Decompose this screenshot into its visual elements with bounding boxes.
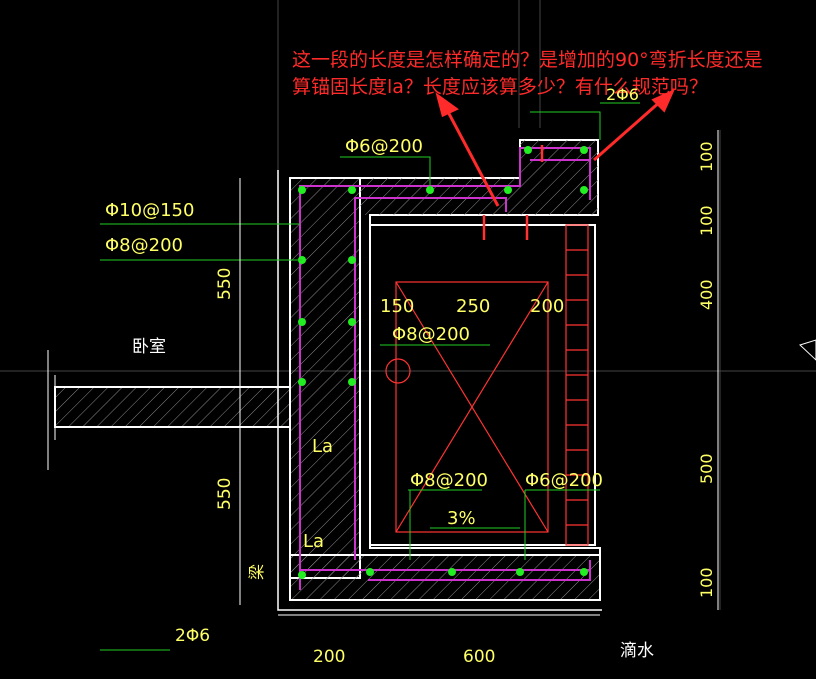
red-marks <box>482 145 544 240</box>
detail-marks <box>47 339 816 470</box>
concrete-section <box>54 139 602 611</box>
dim-inner-250: 250 <box>456 296 490 317</box>
dim-inner-200: 200 <box>530 296 564 317</box>
dim-bottom-200: 200 <box>313 647 345 667</box>
question-line-1: 这一段的长度是怎样确定的？是增加的90°弯折长度还是 <box>292 49 763 71</box>
label-la-upper: La <box>312 436 333 457</box>
rebar-dots <box>298 146 588 579</box>
drip-ladder <box>565 224 589 546</box>
dim-right-500: 500 <box>697 453 716 484</box>
rebars <box>299 147 591 590</box>
dim-right-100-c: 100 <box>697 567 716 598</box>
dim-left-lower: 550 <box>215 478 235 510</box>
label-2phi6-bottom: 2Φ6 <box>175 626 210 646</box>
question-line-2: 算锚固长度la？长度应该算多少？有什么规范吗？ <box>292 76 708 98</box>
label-phi10-150: Φ10@150 <box>105 200 194 221</box>
dimension-lines <box>239 130 719 616</box>
label-phi6-200-top: Φ6@200 <box>345 136 423 157</box>
dim-inner-150: 150 <box>380 296 414 317</box>
label-beam: 梁 <box>247 564 266 580</box>
left-wall <box>289 177 361 579</box>
label-phi8-200-mid: Φ8@200 <box>392 324 470 345</box>
background-grid-lines <box>0 0 816 610</box>
dim-left-upper: 550 <box>215 268 235 300</box>
dim-bottom-600: 600 <box>463 647 495 667</box>
label-room: 卧室 <box>132 337 166 357</box>
leader-lines <box>100 102 640 651</box>
label-la-lower: La <box>303 531 324 552</box>
label-slope: 3% <box>447 508 476 529</box>
annotation-arrows <box>435 89 675 207</box>
dim-right-100-b: 100 <box>697 205 716 236</box>
dim-right-400: 400 <box>697 279 716 310</box>
top-slab <box>360 178 520 215</box>
label-phi8-200-bottom: Φ8@200 <box>410 470 488 491</box>
label-phi6-200-bottom: Φ6@200 <box>525 470 603 491</box>
dim-right-100-a: 100 <box>697 141 716 172</box>
label-drip: 滴水 <box>620 641 654 661</box>
label-phi8-200-left: Φ8@200 <box>105 235 183 256</box>
label-2phi6-top: 2Φ6 <box>606 85 639 104</box>
bottom-slab <box>289 554 601 601</box>
floor-slab <box>54 386 291 428</box>
